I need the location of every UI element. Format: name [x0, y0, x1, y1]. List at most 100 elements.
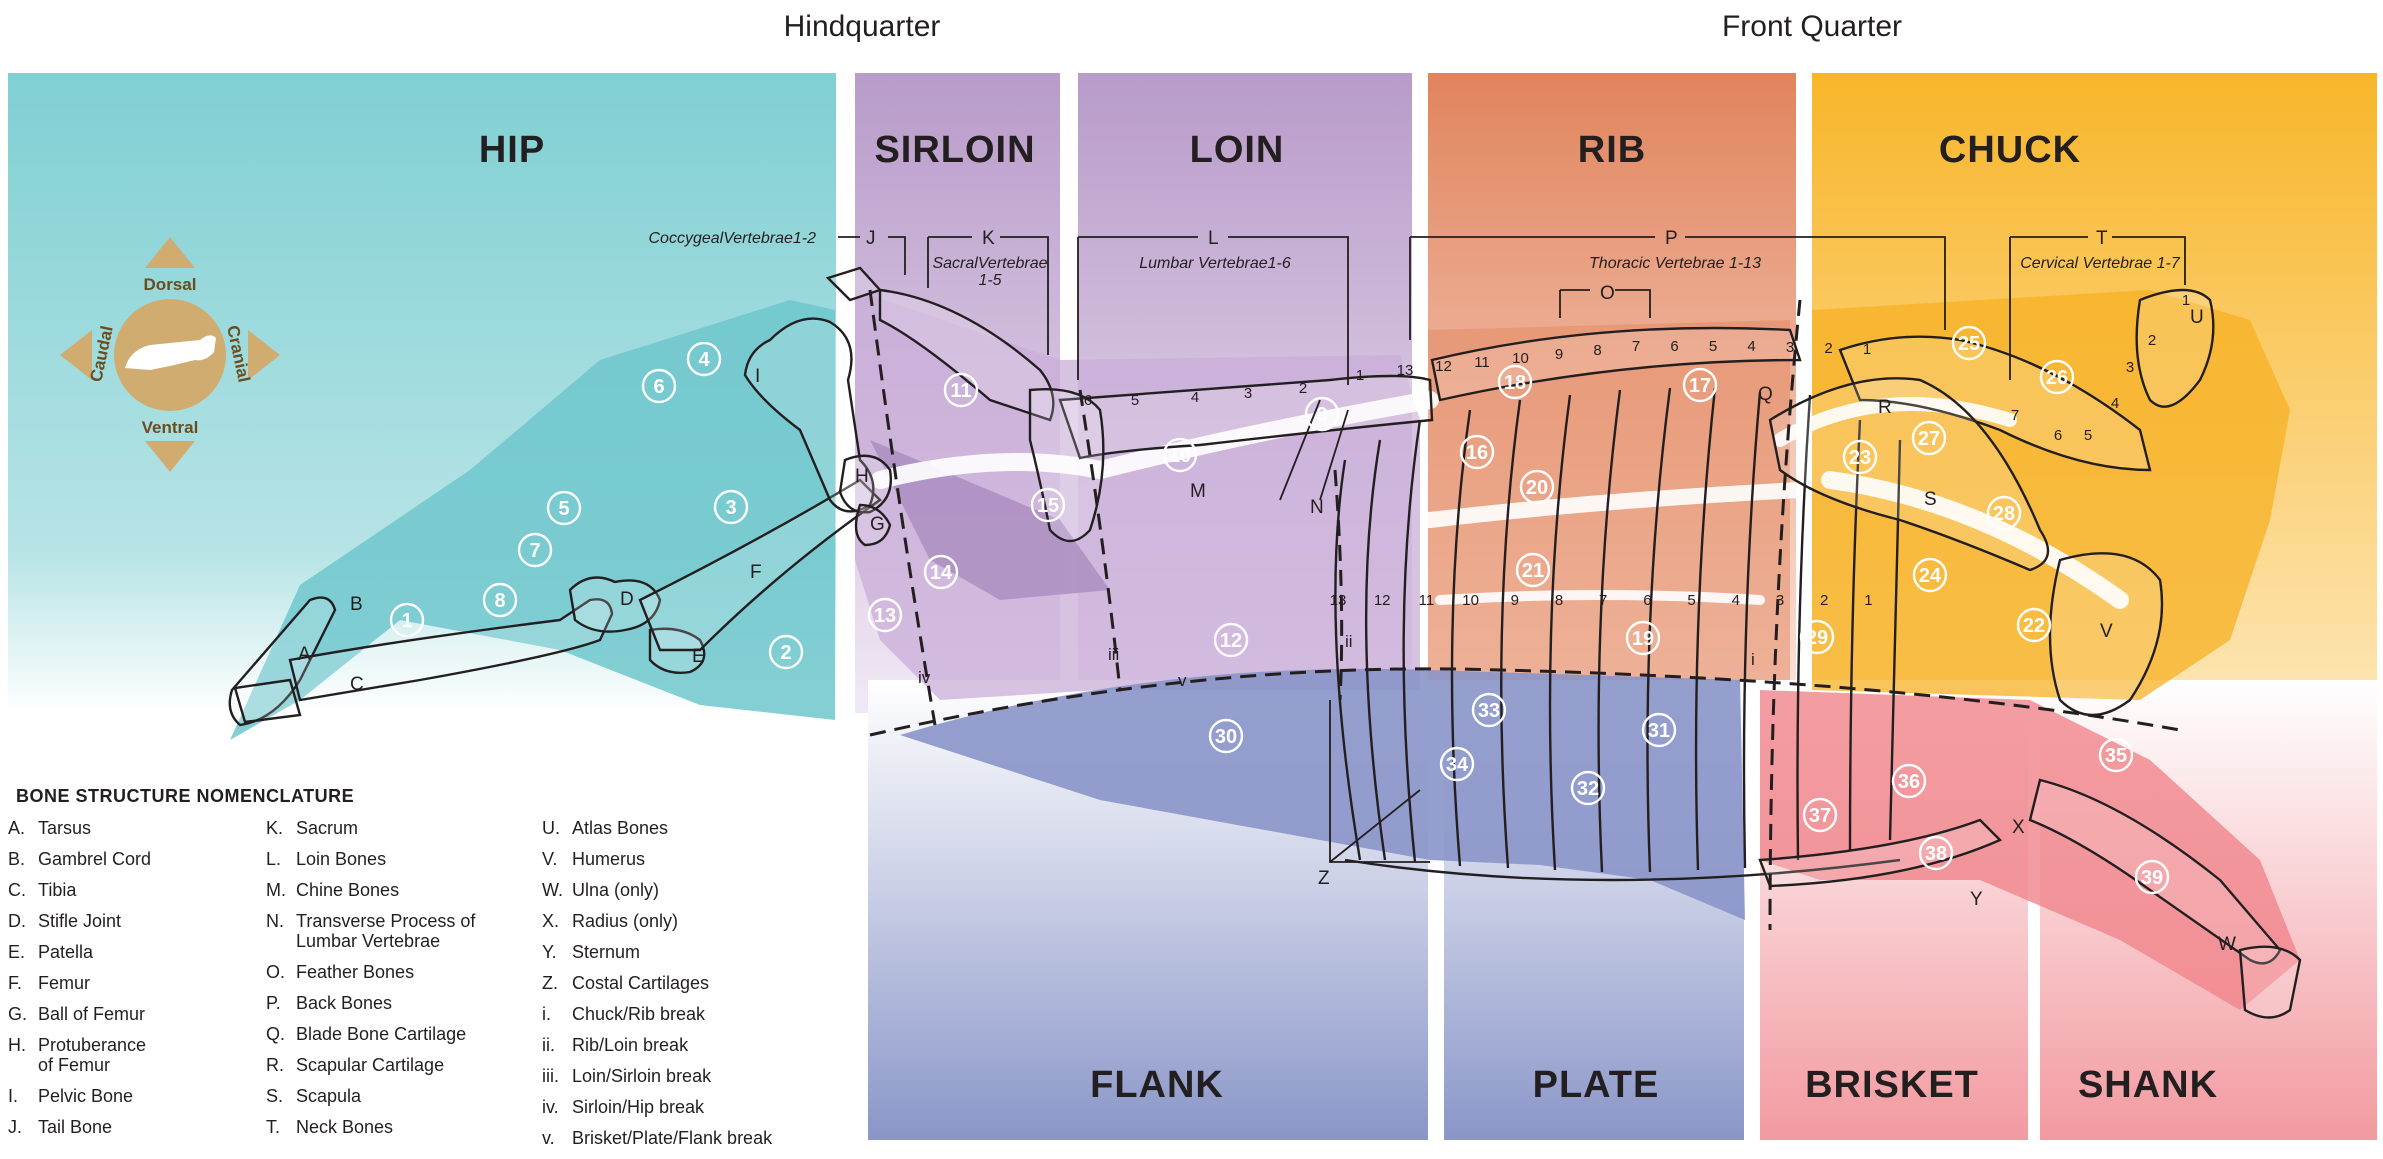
legend-value: Costal Cartilages [572, 973, 709, 993]
letter-X: X [2012, 817, 2025, 838]
letter-E: E [692, 646, 705, 667]
rib-number: 6 [1643, 592, 1651, 609]
legend-item: O.Feather Bones [266, 962, 475, 982]
letter-C: C [350, 674, 364, 695]
rib-number: 13 [1330, 592, 1347, 609]
front-quarter-title: Front Quarter [1722, 10, 1902, 43]
ulna-foot [2240, 947, 2300, 1018]
cut-marker-number: 37 [1809, 805, 1831, 827]
flank-label: FLANK [1090, 1064, 1224, 1106]
legend-item: M.Chine Bones [266, 880, 475, 900]
rib-number: 1 [1864, 592, 1872, 609]
cut-marker-number: 10 [1169, 445, 1191, 467]
lumbar-number: 1 [1356, 367, 1364, 384]
legend-key: A. [8, 818, 38, 838]
legend-key: Y. [542, 942, 572, 962]
rib-number: 9 [1511, 592, 1519, 609]
thoracic-spine-number: 5 [1709, 338, 1717, 355]
legend-value: Chine Bones [296, 880, 399, 900]
legend-item: I.Pelvic Bone [8, 1086, 151, 1106]
legend-key: I. [8, 1086, 38, 1106]
break-iii: iii [1108, 645, 1119, 664]
thoracic-spine-number: 7 [1632, 338, 1640, 355]
legend-key: W. [542, 880, 572, 900]
legend-item: iii.Loin/Sirloin break [542, 1066, 772, 1086]
legend-key: X. [542, 911, 572, 931]
lumbar-number: 5 [1131, 392, 1139, 409]
brisket-label: BRISKET [1805, 1064, 1979, 1106]
letter-R: R [1878, 397, 1892, 418]
legend-value: Feather Bones [296, 962, 414, 982]
legend-key: P. [266, 993, 296, 1013]
letter-Y: Y [1970, 889, 1983, 910]
legend-key: M. [266, 880, 296, 900]
cut-marker-number: 12 [1220, 630, 1242, 652]
legend-item: X.Radius (only) [542, 911, 772, 931]
lumbar-number: 3 [1244, 385, 1252, 402]
letter-Q: Q [1758, 384, 1773, 405]
cut-marker-number: 14 [930, 562, 953, 584]
cervical-number: 4 [2111, 395, 2119, 412]
letter-V: V [2100, 621, 2113, 642]
legend-value: Ball of Femur [38, 1004, 145, 1024]
legend-value: Radius (only) [572, 911, 678, 931]
legend-value: Brisket/Plate/Flank break [572, 1128, 772, 1148]
rib-number: 10 [1462, 592, 1479, 609]
letter-P: P [1665, 228, 1678, 249]
legend-item: Q.Blade Bone Cartilage [266, 1024, 475, 1044]
rib-number: 7 [1599, 592, 1607, 609]
legend-key: N. [266, 911, 296, 951]
legend-key: Q. [266, 1024, 296, 1044]
cut-marker-number: 15 [1037, 495, 1059, 517]
legend-value: Gambrel Cord [38, 849, 151, 869]
hindquarter-title: Hindquarter [784, 10, 941, 43]
lumbar-number: 6 [1084, 392, 1092, 409]
cut-marker-number: 33 [1478, 700, 1500, 722]
legend-item: iv.Sirloin/Hip break [542, 1097, 772, 1117]
legend-item: Z.Costal Cartilages [542, 973, 772, 993]
legend-value: Neck Bones [296, 1117, 393, 1137]
thoracic-label: Thoracic Vertebrae 1-13 [1589, 255, 1761, 272]
cervical-number: 1 [2182, 292, 2190, 309]
legend-key: S. [266, 1086, 296, 1106]
legend-key: v. [542, 1128, 572, 1148]
legend-key: F. [8, 973, 38, 993]
cut-marker-number: 13 [874, 605, 896, 627]
legend-value: Ulna (only) [572, 880, 659, 900]
cut-marker-number: 24 [1919, 565, 1942, 587]
letter-G: G [870, 514, 885, 535]
legend-key: Z. [542, 973, 572, 993]
rib-number: 5 [1687, 592, 1695, 609]
legend-key: J. [8, 1117, 38, 1137]
legend-item: B.Gambrel Cord [8, 849, 151, 869]
cut-marker-number: 27 [1918, 428, 1940, 450]
legend-item: F.Femur [8, 973, 151, 993]
legend-key: E. [8, 942, 38, 962]
cut-marker-number: 16 [1466, 442, 1488, 464]
cut-marker-number: 17 [1689, 375, 1711, 397]
shank-label: SHANK [2078, 1064, 2218, 1106]
legend-value: Chuck/Rib break [572, 1004, 705, 1024]
cut-marker-number: 3 [725, 497, 736, 519]
legend-item: v.Brisket/Plate/Flank break [542, 1128, 772, 1148]
letter-D: D [620, 589, 634, 610]
legend-key: K. [266, 818, 296, 838]
cut-marker-number: 4 [698, 349, 710, 371]
legend-key: D. [8, 911, 38, 931]
cut-marker-number: 25 [1958, 333, 1980, 355]
thoracic-spine-number: 6 [1670, 338, 1678, 355]
cut-marker-number: 18 [1504, 372, 1526, 394]
thoracic-spine-number: 12 [1435, 358, 1452, 375]
legend-value: Tail Bone [38, 1117, 112, 1137]
letter-F: F [750, 562, 762, 583]
sacral-label-2: 1-5 [978, 272, 1001, 289]
legend-item: ii.Rib/Loin break [542, 1035, 772, 1055]
letter-T: T [2096, 228, 2108, 249]
legend-item: i.Chuck/Rib break [542, 1004, 772, 1024]
cut-marker-number: 11 [950, 380, 971, 402]
sirloin-label: SIRLOIN [874, 129, 1035, 171]
legend-value: Scapula [296, 1086, 361, 1106]
legend-item: Y.Sternum [542, 942, 772, 962]
legend-item: G.Ball of Femur [8, 1004, 151, 1024]
thoracic-spine-number: 8 [1593, 342, 1601, 359]
